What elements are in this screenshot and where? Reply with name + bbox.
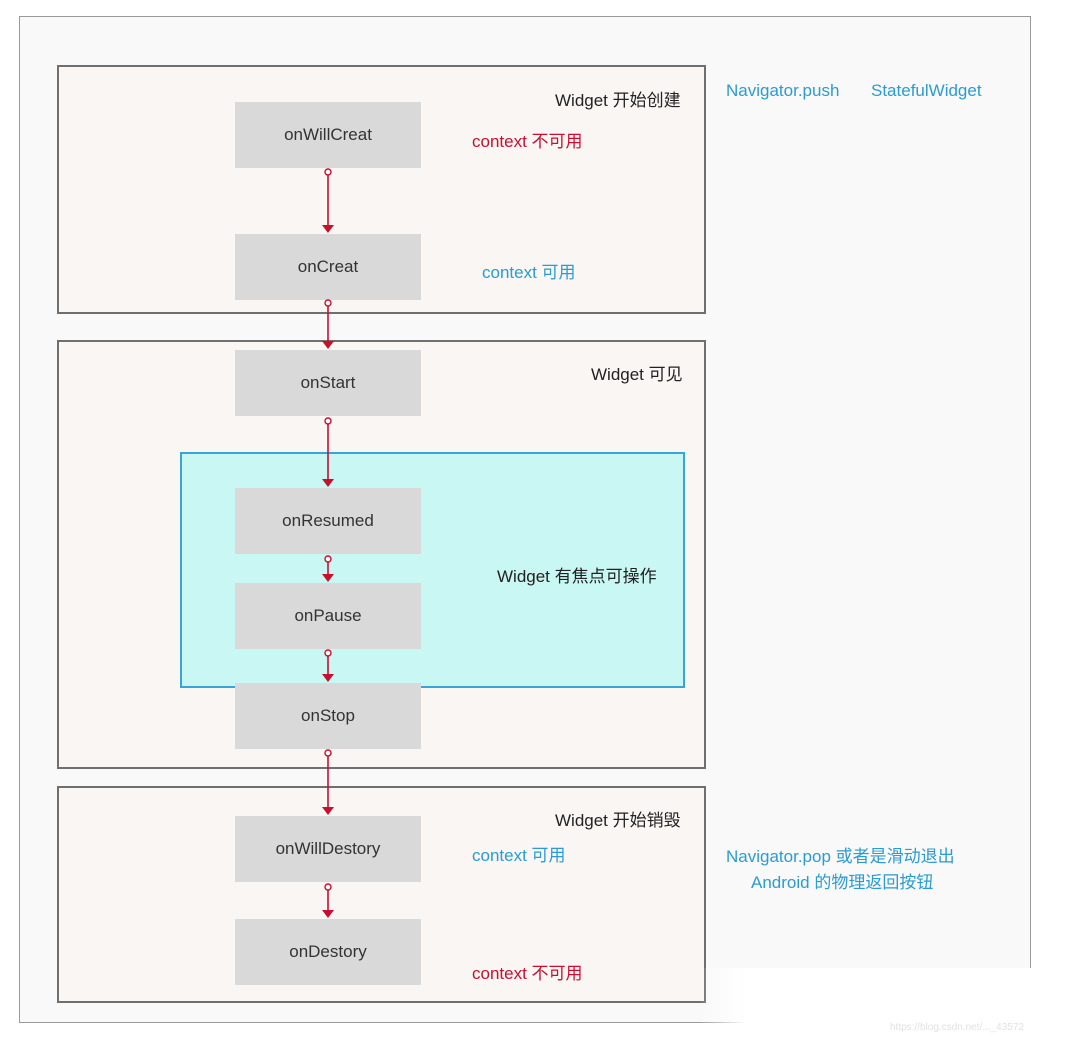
node-on-start: onStart [235,350,421,416]
note-context-unavailable-create: context 不可用 [472,132,583,151]
node-on-will-creat: onWillCreat [235,102,421,168]
label-navigator-pop-line2: Android 的物理返回按钮 [751,873,934,892]
note-context-unavailable-destroy: context 不可用 [472,964,583,983]
node-on-resumed: onResumed [235,488,421,554]
label-navigator-pop-line1: Navigator.pop 或者是滑动退出 [726,847,955,866]
destroy-section-title: Widget 开始销毁 [555,811,681,830]
node-on-stop: onStop [235,683,421,749]
node-on-destory: onDestory [235,919,421,985]
label-navigator-push: Navigator.push [726,81,840,100]
create-section-title: Widget 开始创建 [555,91,681,110]
note-context-available-create: context 可用 [482,263,576,282]
fade-overlay [700,968,1031,1024]
node-on-creat: onCreat [235,234,421,300]
note-context-available-destroy: context 可用 [472,846,566,865]
focus-section-title: Widget 有焦点可操作 [497,567,657,586]
label-stateful-widget: StatefulWidget [871,81,982,100]
node-on-pause: onPause [235,583,421,649]
visible-section-title: Widget 可见 [591,365,683,384]
node-on-will-destory: onWillDestory [235,816,421,882]
watermark-text: https://blog.csdn.net/..._43572 [890,1022,1024,1033]
